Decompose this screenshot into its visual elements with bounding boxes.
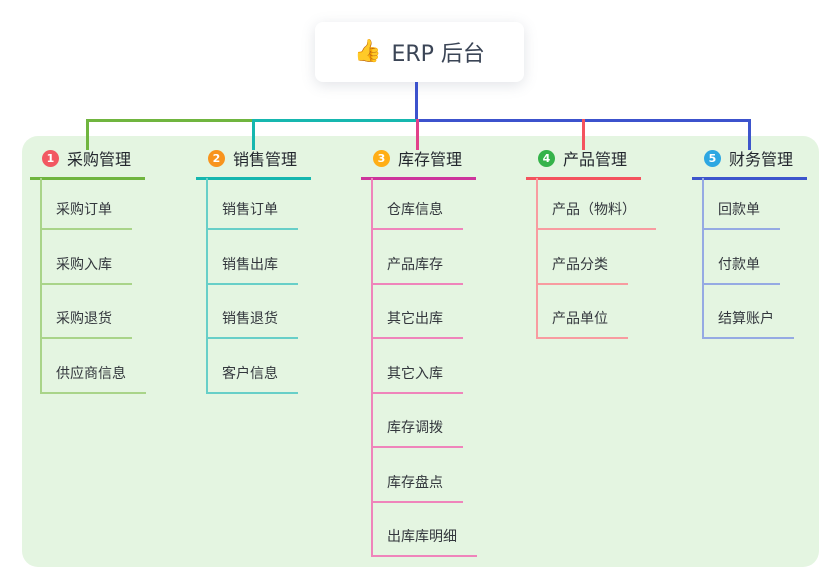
child-node-产品（物料）[interactable]: 产品（物料）: [536, 200, 656, 230]
child-node-回款单[interactable]: 回款单: [702, 200, 780, 230]
child-node-结算账户[interactable]: 结算账户: [702, 309, 794, 339]
child-node-其它出库[interactable]: 其它出库: [371, 309, 463, 339]
branch-number-badge: 4: [538, 149, 555, 167]
child-node-仓库信息[interactable]: 仓库信息: [371, 200, 463, 230]
child-connector-line: [206, 178, 208, 394]
child-node-付款单[interactable]: 付款单: [702, 255, 780, 285]
child-node-采购退货[interactable]: 采购退货: [40, 309, 132, 339]
branch-number-badge: 3: [373, 149, 390, 167]
branch-drop-line: [86, 119, 89, 150]
branch-drop-line: [582, 119, 585, 150]
branch-label: 采购管理: [67, 150, 132, 169]
root-connector-line: [415, 82, 418, 121]
thumbs-up-icon: 👍: [354, 39, 382, 64]
child-node-销售退货[interactable]: 销售退货: [206, 309, 298, 339]
child-node-供应商信息[interactable]: 供应商信息: [40, 364, 146, 394]
branch-label: 库存管理: [398, 150, 463, 169]
branch-drop-line: [748, 119, 751, 150]
child-connector-line: [40, 178, 42, 394]
root-node[interactable]: 👍 ERP 后台: [315, 22, 524, 82]
child-node-销售订单[interactable]: 销售订单: [206, 200, 298, 230]
branch-label: 财务管理: [729, 150, 794, 169]
child-node-库存调拨[interactable]: 库存调拨: [371, 418, 463, 448]
child-node-销售出库[interactable]: 销售出库: [206, 255, 298, 285]
child-node-采购订单[interactable]: 采购订单: [40, 200, 132, 230]
branch-label: 销售管理: [233, 150, 298, 169]
branch-drop-line: [252, 119, 255, 150]
branch-node-产品管理[interactable]: 4 产品管理: [526, 146, 642, 180]
child-node-出库库明细[interactable]: 出库库明细: [371, 527, 477, 557]
branch-node-库存管理[interactable]: 3 库存管理: [361, 146, 477, 180]
child-node-产品库存[interactable]: 产品库存: [371, 255, 463, 285]
bus-segment-left: [86, 119, 252, 122]
branch-number-badge: 2: [208, 149, 225, 167]
branch-node-财务管理[interactable]: 5 财务管理: [692, 146, 808, 180]
child-connector-line: [536, 178, 538, 339]
bus-segment-middle: [252, 119, 416, 122]
branch-drop-line: [416, 119, 419, 150]
branch-label: 产品管理: [563, 150, 628, 169]
branch-number-badge: 5: [704, 149, 721, 167]
child-node-产品单位[interactable]: 产品单位: [536, 309, 628, 339]
child-node-客户信息[interactable]: 客户信息: [206, 364, 298, 394]
branch-node-采购管理[interactable]: 1 采购管理: [30, 146, 146, 180]
child-node-采购入库[interactable]: 采购入库: [40, 255, 132, 285]
child-node-产品分类[interactable]: 产品分类: [536, 255, 628, 285]
branches-panel: [22, 136, 819, 567]
root-node-label: ERP 后台: [391, 42, 485, 67]
child-connector-line: [371, 178, 373, 557]
branch-node-销售管理[interactable]: 2 销售管理: [196, 146, 312, 180]
child-connector-line: [702, 178, 704, 339]
branch-number-badge: 1: [42, 149, 59, 167]
child-node-库存盘点[interactable]: 库存盘点: [371, 473, 463, 503]
child-node-其它入库[interactable]: 其它入库: [371, 364, 463, 394]
